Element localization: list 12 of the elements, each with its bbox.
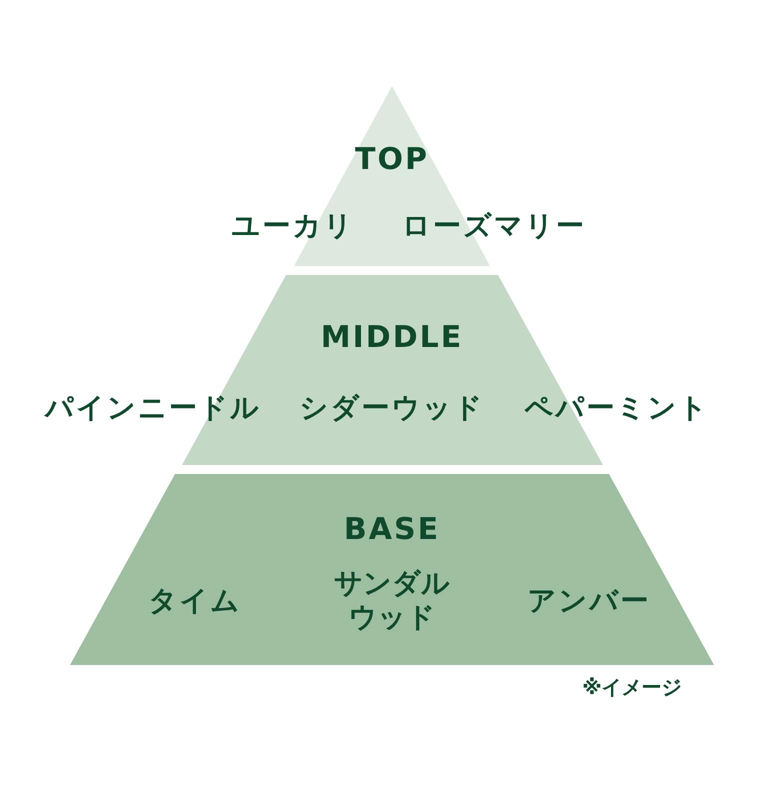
ingredient-label: パインニードル: [45, 391, 261, 425]
note-text: ※イメージ: [582, 675, 682, 699]
ingredient-label: サンダルウッド: [333, 566, 451, 634]
tier-title: BASE: [344, 512, 440, 548]
ingredient-label: ローズマリー: [402, 209, 586, 243]
tier-title: MIDDLE: [320, 320, 464, 356]
ingredient-label: ペパーミント: [524, 391, 710, 425]
ingredient-label: タイム: [148, 584, 242, 618]
ingredient-label: シダーウッド: [300, 391, 484, 425]
ingredient-label: ユーカリ: [232, 209, 354, 243]
tier-title: TOP: [355, 142, 429, 178]
ingredient-label: アンバー: [528, 584, 650, 618]
